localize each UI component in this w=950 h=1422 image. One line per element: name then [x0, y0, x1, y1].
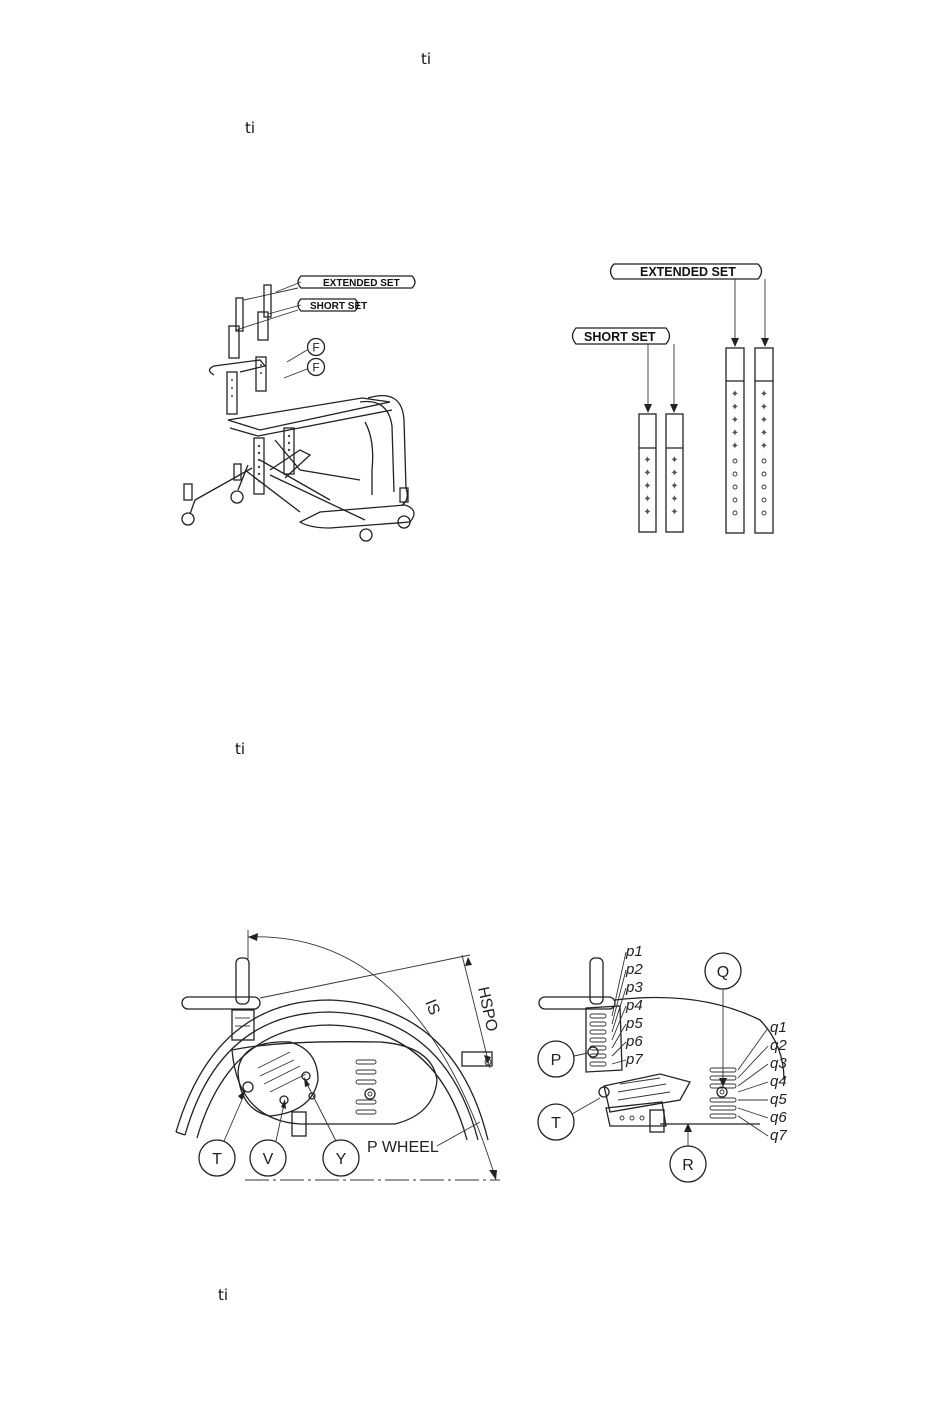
q-label-1: q1 [770, 1019, 787, 1036]
callout-q-group: Q [705, 953, 741, 1087]
p-labels: p1 p2 p3 p4 p5 p6 p7 [625, 943, 643, 1068]
callout-r: R [682, 1157, 694, 1174]
callout-p-group: P [538, 1041, 588, 1077]
q-label-3: q3 [770, 1055, 787, 1072]
p-label-7: p7 [625, 1051, 643, 1068]
p-label-4: p4 [625, 997, 643, 1014]
callout-r-group: R [670, 1123, 706, 1182]
q-label-4: q4 [770, 1073, 787, 1090]
q-label-2: q2 [770, 1037, 787, 1054]
q-labels: q1 q2 q3 q4 q5 q6 q7 [770, 1019, 787, 1144]
p-label-1: p1 [625, 943, 643, 960]
callout-t-2: T [551, 1115, 561, 1132]
callout-t-group-2: T [538, 1098, 600, 1140]
callout-q: Q [717, 964, 729, 981]
q-label-5: q5 [770, 1091, 787, 1108]
q-label-7: q7 [770, 1127, 787, 1144]
p-label-2: p2 [625, 961, 643, 978]
p-label-3: p3 [625, 979, 643, 996]
q-label-6: q6 [770, 1109, 787, 1126]
p-label-6: p6 [625, 1033, 643, 1050]
p-label-5: p5 [625, 1015, 643, 1032]
callout-p: P [551, 1052, 562, 1069]
